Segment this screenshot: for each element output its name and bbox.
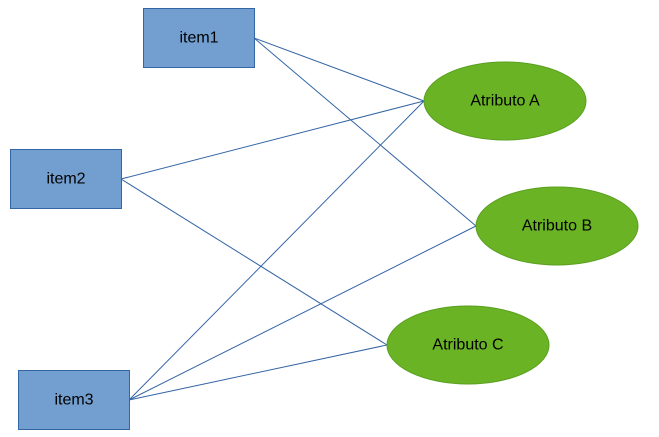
item-box	[143, 8, 255, 68]
edge-item2-attr-a	[120, 100, 425, 180]
edge-item1-attr-b	[253, 37, 477, 227]
attribute-node-b[interactable]: Atributo B	[475, 186, 639, 266]
item-label: item3	[54, 392, 93, 409]
edge-item2-attr-c	[120, 178, 388, 346]
attribute-ellipse	[423, 61, 587, 141]
attribute-label: Atributo A	[470, 93, 540, 110]
item-label: item2	[46, 171, 85, 188]
item-box	[10, 149, 122, 209]
attribute-node-c[interactable]: Atributo C	[386, 305, 550, 385]
attribute-label: Atributo B	[522, 218, 592, 235]
item-node-item2[interactable]: item2	[10, 149, 122, 209]
item-node-item3[interactable]: item3	[18, 370, 130, 430]
attribute-ellipse	[386, 305, 550, 385]
edge-item3-attr-b	[128, 225, 477, 401]
edge-item1-attr-a	[253, 37, 425, 102]
attribute-node-a[interactable]: Atributo A	[423, 61, 587, 141]
edges-layer	[120, 37, 477, 401]
edge-item3-attr-a	[128, 100, 425, 401]
item-node-item1[interactable]: item1	[143, 8, 255, 68]
item-label: item1	[179, 30, 218, 47]
attribute-ellipse	[475, 186, 639, 266]
edge-item3-attr-c	[128, 344, 388, 401]
item-box	[18, 370, 130, 430]
attribute-label: Atributo C	[432, 337, 503, 354]
